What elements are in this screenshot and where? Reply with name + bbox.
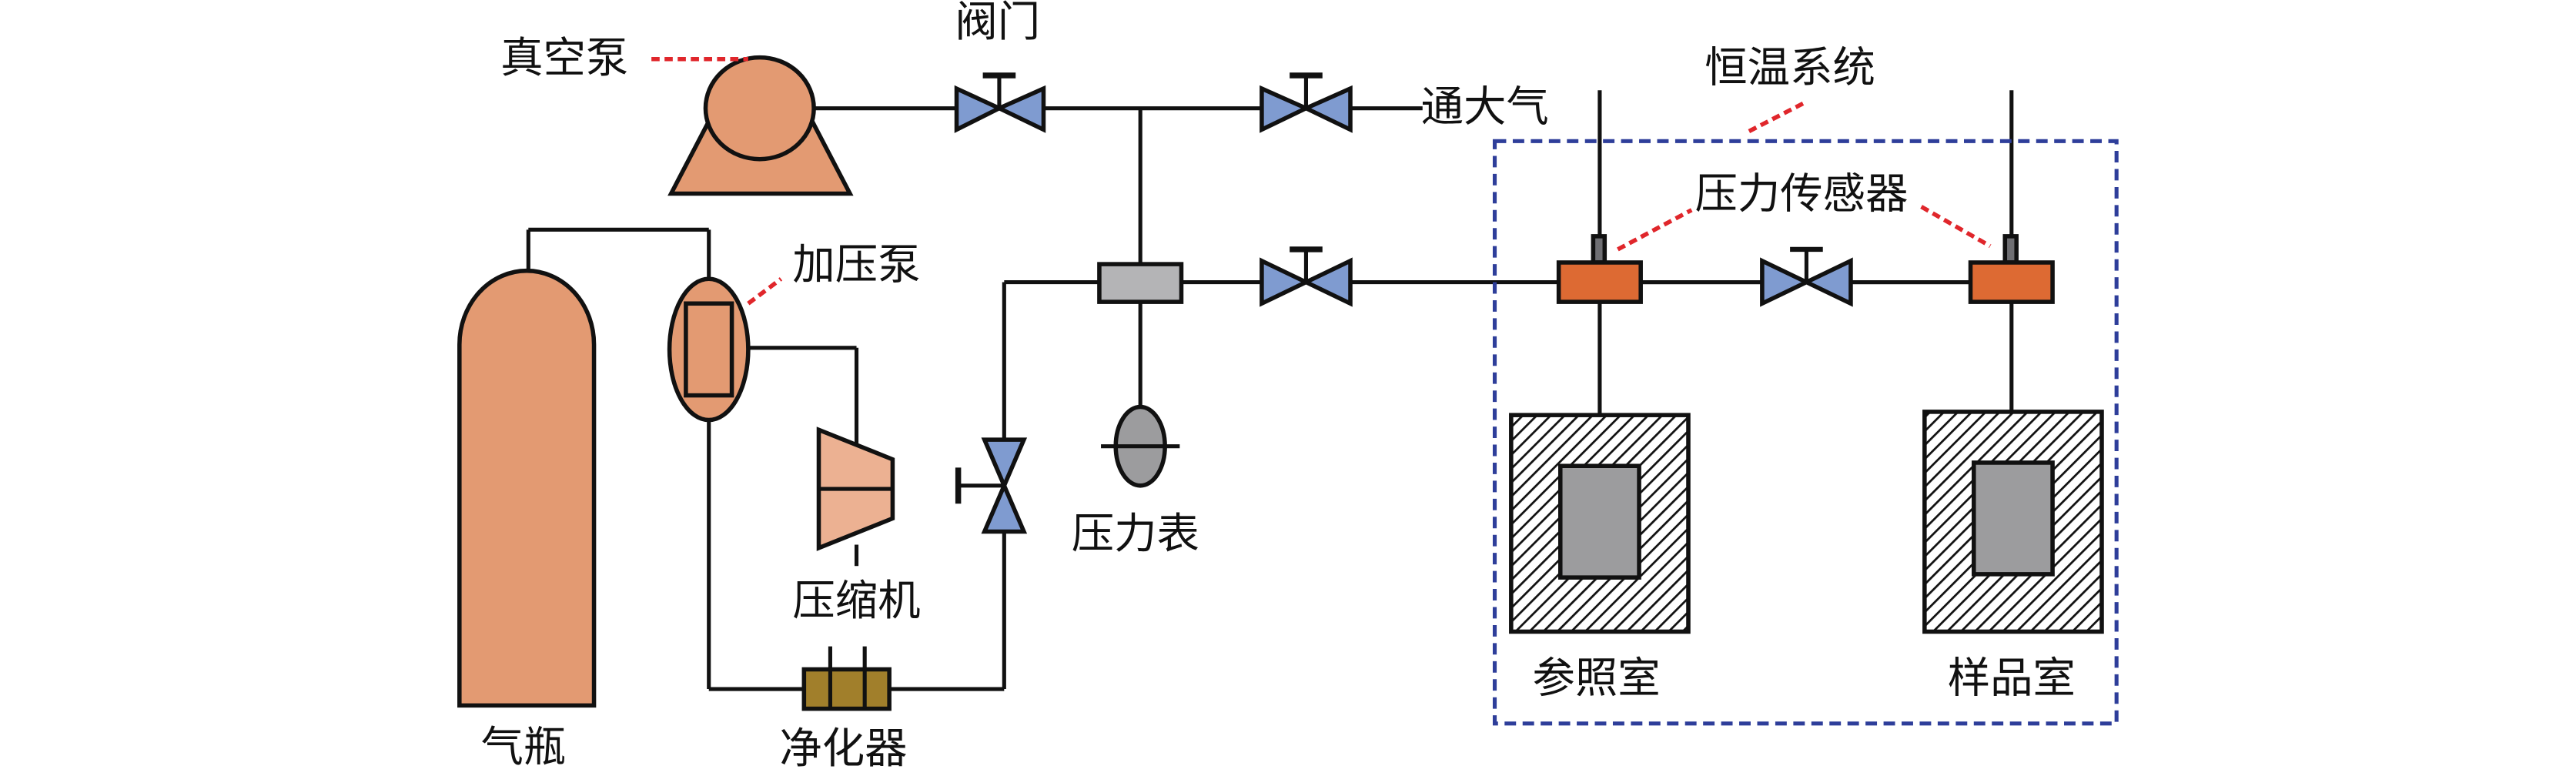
valve-lower bbox=[1260, 246, 1353, 307]
compressor bbox=[816, 426, 895, 551]
manifold-block bbox=[1097, 262, 1184, 304]
thermostatic-system-leader bbox=[1748, 99, 1808, 133]
gas-cylinder-label: 气瓶 bbox=[481, 723, 567, 772]
reference-chamber-label: 参照室 bbox=[1533, 654, 1661, 703]
pressure-sensor-reference bbox=[1556, 234, 1643, 304]
purifier-label: 净化器 bbox=[779, 724, 907, 774]
pressure-sensor-leader-left bbox=[1617, 208, 1693, 252]
thermostatic-system-label: 恒温系统 bbox=[1705, 44, 1875, 93]
thermostatic-system-boundary bbox=[1492, 139, 2119, 726]
booster-pump bbox=[667, 276, 751, 423]
valve-vertical bbox=[955, 437, 1028, 534]
sample-chamber bbox=[1922, 410, 2104, 634]
pressure-sensor-label: 压力传感器 bbox=[1695, 170, 1909, 219]
to-atmosphere-label: 通大气 bbox=[1421, 83, 1549, 132]
valve-label: 阀门 bbox=[955, 0, 1040, 47]
purifier bbox=[801, 646, 892, 711]
sample-chamber-label: 样品室 bbox=[1948, 654, 2076, 703]
compressor-label: 压缩机 bbox=[792, 577, 920, 626]
vacuum-pump bbox=[667, 55, 854, 196]
pressure-gauge-label: 压力表 bbox=[1072, 510, 1199, 559]
pressure-sensor-leader-right bbox=[1920, 205, 1992, 249]
booster-pump-leader bbox=[747, 277, 783, 306]
reference-chamber bbox=[1509, 413, 1691, 634]
gas-cylinder bbox=[457, 268, 597, 708]
vacuum-pump-label: 真空泵 bbox=[500, 34, 628, 83]
booster-pump-label: 加压泵 bbox=[792, 240, 920, 289]
valve-between-chambers bbox=[1760, 246, 1853, 307]
valve-atmosphere bbox=[1260, 72, 1353, 133]
pressure-sensor-sample bbox=[1968, 234, 2055, 304]
pressure-gauge bbox=[1101, 404, 1180, 488]
valve-main bbox=[954, 72, 1046, 133]
